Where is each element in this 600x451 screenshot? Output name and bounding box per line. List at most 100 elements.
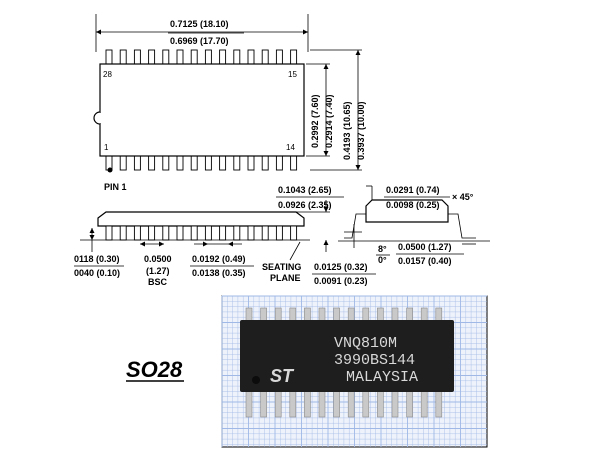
side-pin [233,225,241,241]
chip-bottom-pin [304,390,311,418]
body-width-max: 0.2992 (7.60) [310,94,320,148]
package-name: SO28 [126,357,183,382]
height-min: 0.0926 (2.35) [278,200,332,210]
chip-top-pin [245,307,253,322]
side-pin [105,225,113,241]
pin-1-label: 1 [104,143,109,152]
lead-thickness-max: 0.0125 (0.32) [314,262,368,272]
total-width-min: 0.3937 (10.00) [356,101,366,160]
side-pins [105,225,298,241]
chip-bottom-pin [245,390,253,418]
side-pin [261,225,269,241]
bottom-pin [190,155,198,171]
side-pin [204,225,212,241]
pin1-dot [107,167,113,173]
side-pin [176,225,184,241]
side-pin [119,225,127,241]
top-pin [119,49,127,65]
pin-15-label: 15 [288,70,297,79]
end-view: 0.0291 (0.74) 0.0098 (0.25) × 45° 8° 0° … [312,185,490,286]
chip-top-pin [406,307,413,322]
bottom-pin [176,155,184,171]
bottom-pin [133,155,141,171]
bottom-pin [261,155,269,171]
bottom-pin [219,155,227,171]
package-body-top [99,63,305,157]
side-view: 0.1043 (2.65) 0.0926 (2.35) 0118 (0.30) … [74,185,344,287]
chip-bottom-pin [420,390,428,418]
bottom-pin [148,155,156,171]
top-pin [219,49,227,65]
chip-top-pin [289,307,297,322]
chip-bottom-pin [362,390,370,418]
top-pin [105,49,113,65]
pitch-mm: (1.27) [146,266,170,276]
top-pin [247,49,255,65]
chip-bottom-pin [318,390,326,418]
side-pin [219,225,227,241]
chip-top-pin [362,307,370,322]
lead-width-max: 0.0192 (0.49) [192,254,246,264]
lead-thickness-min: 0.0091 (0.23) [314,276,368,286]
pin1-caption: PIN 1 [104,182,127,192]
bottom-pin [275,155,283,171]
side-pin [247,225,255,241]
side-pin [148,225,156,241]
top-pins [105,49,298,65]
side-pin [162,225,170,241]
angle-max: 8° [378,244,387,254]
package-body-side [97,211,305,227]
side-pin [133,225,141,241]
bottom-pin [247,155,255,171]
chip-top-pin [260,307,267,322]
foot-min: 0.0157 (0.40) [398,256,452,266]
seating-label-1: SEATING [262,262,301,272]
chip-top-pin [274,307,282,322]
top-pin [275,49,283,65]
side-pin [290,225,298,241]
bottom-pin [290,155,298,171]
top-pin [162,49,170,65]
chip-bottom-pin [289,390,297,418]
height-max: 0.1043 (2.65) [278,185,332,195]
body-width-min: 0.2914 (7.40) [324,94,334,148]
bottom-pins [105,155,298,171]
length-max: 0.7125 (18.10) [170,19,229,29]
chip-top-pin [420,307,428,322]
top-pin [261,49,269,65]
chamfer-max: 0.0291 (0.74) [386,185,440,195]
end-lead-right [448,213,476,239]
pitch-bsc: BSC [148,277,168,287]
st-logo: ST [270,366,295,386]
chip-top-pin [435,307,443,322]
chip-bottom-pin [274,390,282,418]
bottom-pin [204,155,212,171]
end-lead-left [344,213,366,239]
lead-width-min: 0.0138 (0.35) [192,268,246,278]
chamfer-angle: × 45° [452,192,474,202]
chip-top-pin [333,307,340,322]
chip-bottom-pin [377,390,384,418]
side-pin [275,225,283,241]
standoff-max: 0118 (0.30) [74,254,120,264]
standoff-min: 0040 (0.10) [74,268,120,278]
chip-bottom-pin [347,390,355,418]
chip-pin1-dimple [252,376,260,384]
seating-label-2: PLANE [270,273,301,283]
chip-top-pin [304,307,311,322]
chip-top-pin [377,307,384,322]
top-pin [204,49,212,65]
foot-max: 0.0500 (1.27) [398,242,452,252]
top-pin [290,49,298,65]
chip-marking-line2: 3990BS144 [334,352,415,369]
chip-bottom-pin [406,390,413,418]
bottom-pin [119,155,127,171]
side-pin [190,225,198,241]
chip-top-pin [347,307,355,322]
chamfer-min: 0.0098 (0.25) [386,200,440,210]
chip-photo: VNQ810M 3990BS144 MALAYSIA ST [221,295,488,448]
top-pin [148,49,156,65]
total-width-max: 0.4193 (10.65) [342,101,352,160]
top-pin [190,49,198,65]
